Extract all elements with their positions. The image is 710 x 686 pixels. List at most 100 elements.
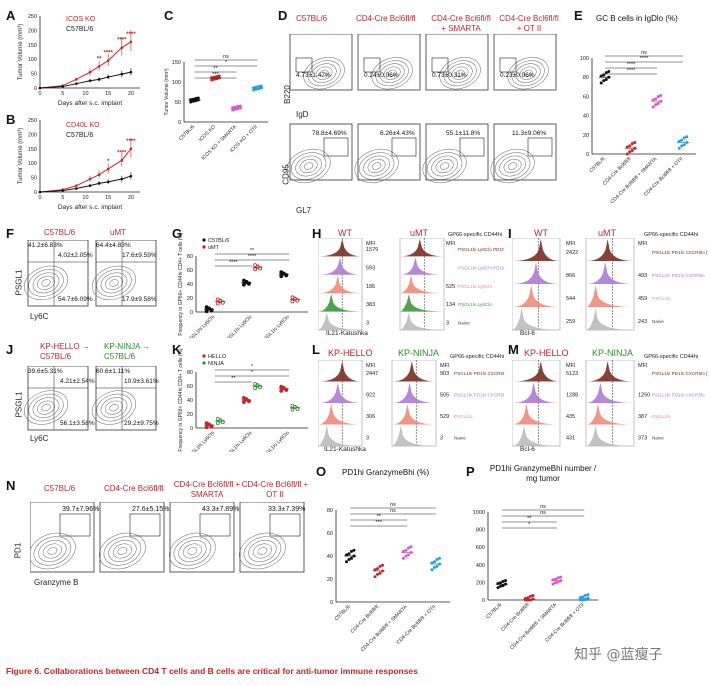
y-tick-label: 200: [28, 132, 37, 138]
data-point: [599, 81, 603, 85]
sig-label: **: [527, 516, 532, 522]
data-point: [75, 187, 78, 190]
panel-f-stat-l2: 4.02±2.05%: [58, 252, 93, 259]
data-point: [554, 577, 557, 581]
contour-ring: [422, 148, 467, 184]
category-label: PSGL1hi Ly6Clo: [223, 430, 253, 452]
data-point: [501, 579, 505, 583]
flow-plot: [99, 502, 165, 573]
panel-label-l: L: [312, 342, 320, 357]
contour-ring: [187, 547, 198, 555]
legend-marker: [202, 245, 206, 249]
mfi-value: 3: [366, 321, 369, 327]
contour-ring: [47, 547, 58, 555]
data-point: [499, 584, 502, 588]
data-point: [254, 87, 258, 91]
category-label: PSGL1lo Ly6Clo: [260, 314, 290, 338]
x-tick-label: 15: [105, 195, 111, 201]
histogram-peak: [586, 308, 634, 330]
legend-marker: [202, 354, 206, 358]
contour-ring: [383, 66, 401, 80]
data-point: [404, 548, 408, 552]
y-tick-label: 40: [583, 114, 589, 120]
sig-star: **: [97, 56, 102, 62]
sig-star: ****: [104, 51, 114, 57]
data-point: [215, 421, 220, 425]
data-point: [189, 100, 193, 104]
gate-box: [527, 137, 553, 157]
panel-label-c: C: [164, 8, 174, 23]
gate-box: [269, 513, 301, 537]
data-point: [435, 564, 439, 568]
data-point: [350, 549, 353, 553]
panel-m-header-1: KP-HELLO: [524, 348, 569, 358]
panel-i-header-2: uMT: [598, 228, 616, 238]
panel-d-top-stat-1: 4.73±1.47%: [296, 72, 331, 79]
y-tick-label: 0: [482, 598, 485, 604]
mfi-value: 529: [440, 414, 449, 420]
figure-caption: Figure 6. Collaborations between CD4 T c…: [6, 666, 418, 676]
sig-star: *: [107, 159, 110, 165]
y-tick-label: 50: [31, 176, 37, 182]
panel-n-stat-1: 39.7±7.96%: [62, 506, 100, 513]
panel-j-flow: [24, 366, 157, 431]
mfi-value: 387: [638, 414, 647, 420]
panel-l-header-2: KP-NINJA: [398, 348, 440, 358]
contour-ring: [435, 159, 454, 173]
data-point: [290, 295, 295, 300]
data-point: [204, 425, 209, 430]
histogram-peak: [586, 262, 634, 284]
data-point: [373, 575, 377, 579]
y-axis-label: Frequency in GP66+ CD44hi CD4+ T cells (…: [178, 348, 184, 452]
mfi-header: MFI: [446, 241, 456, 247]
contour-ring: [443, 60, 477, 87]
histogram-peak: [400, 294, 444, 312]
x-tick-label: 5: [61, 195, 64, 201]
panel-d-bottom-stat-1: 78.8±4.69%: [312, 130, 347, 137]
data-point: [210, 78, 214, 82]
sig-label: **: [377, 514, 382, 520]
data-point: [75, 78, 78, 81]
category-label: C57BL/6: [334, 604, 352, 622]
sig-label: ns: [390, 502, 396, 508]
data-point: [215, 74, 219, 78]
contour-ring: [108, 539, 137, 563]
sig-star: ****: [126, 139, 136, 145]
contour-ring: [523, 69, 533, 77]
panel-d-bottom-stat-2: 6.26±4.43%: [380, 130, 415, 137]
data-point: [438, 556, 441, 560]
data-point: [38, 86, 42, 90]
row-label: PSGL1hi Ly6Clo PD1hi CXCR5hi (TFH): [458, 247, 504, 252]
contour-ring: [41, 279, 51, 287]
histogram-peak: [318, 404, 362, 425]
data-point: [586, 593, 590, 597]
y-tick-label: 20: [583, 133, 589, 139]
flow-plot: [169, 502, 235, 573]
panel-j-header-2: KP-NINJA → C57BL/6: [104, 342, 151, 361]
contour-ring: [37, 400, 55, 415]
contour-ring: [100, 272, 128, 294]
data-point: [204, 305, 209, 309]
panel-d-flow-grid: [286, 34, 557, 184]
contour-ring: [499, 155, 526, 177]
panel-n-stat-4: 33.3±7.39%: [268, 506, 306, 513]
sig-label: ***: [212, 72, 219, 78]
panel-i-header-1: WT: [534, 228, 548, 238]
data-point: [236, 104, 240, 108]
data-point: [504, 579, 507, 583]
mfi-value: 306: [366, 414, 375, 420]
y-tick-label: 40: [187, 282, 193, 288]
legend-marker: [202, 361, 206, 365]
contour-ring: [375, 60, 409, 87]
y-tick-label: 600: [476, 545, 485, 551]
panel-label-a: A: [6, 8, 16, 23]
legend-label: C57BL/6: [208, 238, 229, 244]
panel-label-b: B: [6, 112, 16, 127]
sig-label: ns: [641, 50, 647, 56]
y-tick-label: 0: [330, 600, 333, 606]
data-point: [559, 575, 562, 579]
data-point: [75, 82, 78, 85]
contour-ring: [30, 532, 76, 570]
